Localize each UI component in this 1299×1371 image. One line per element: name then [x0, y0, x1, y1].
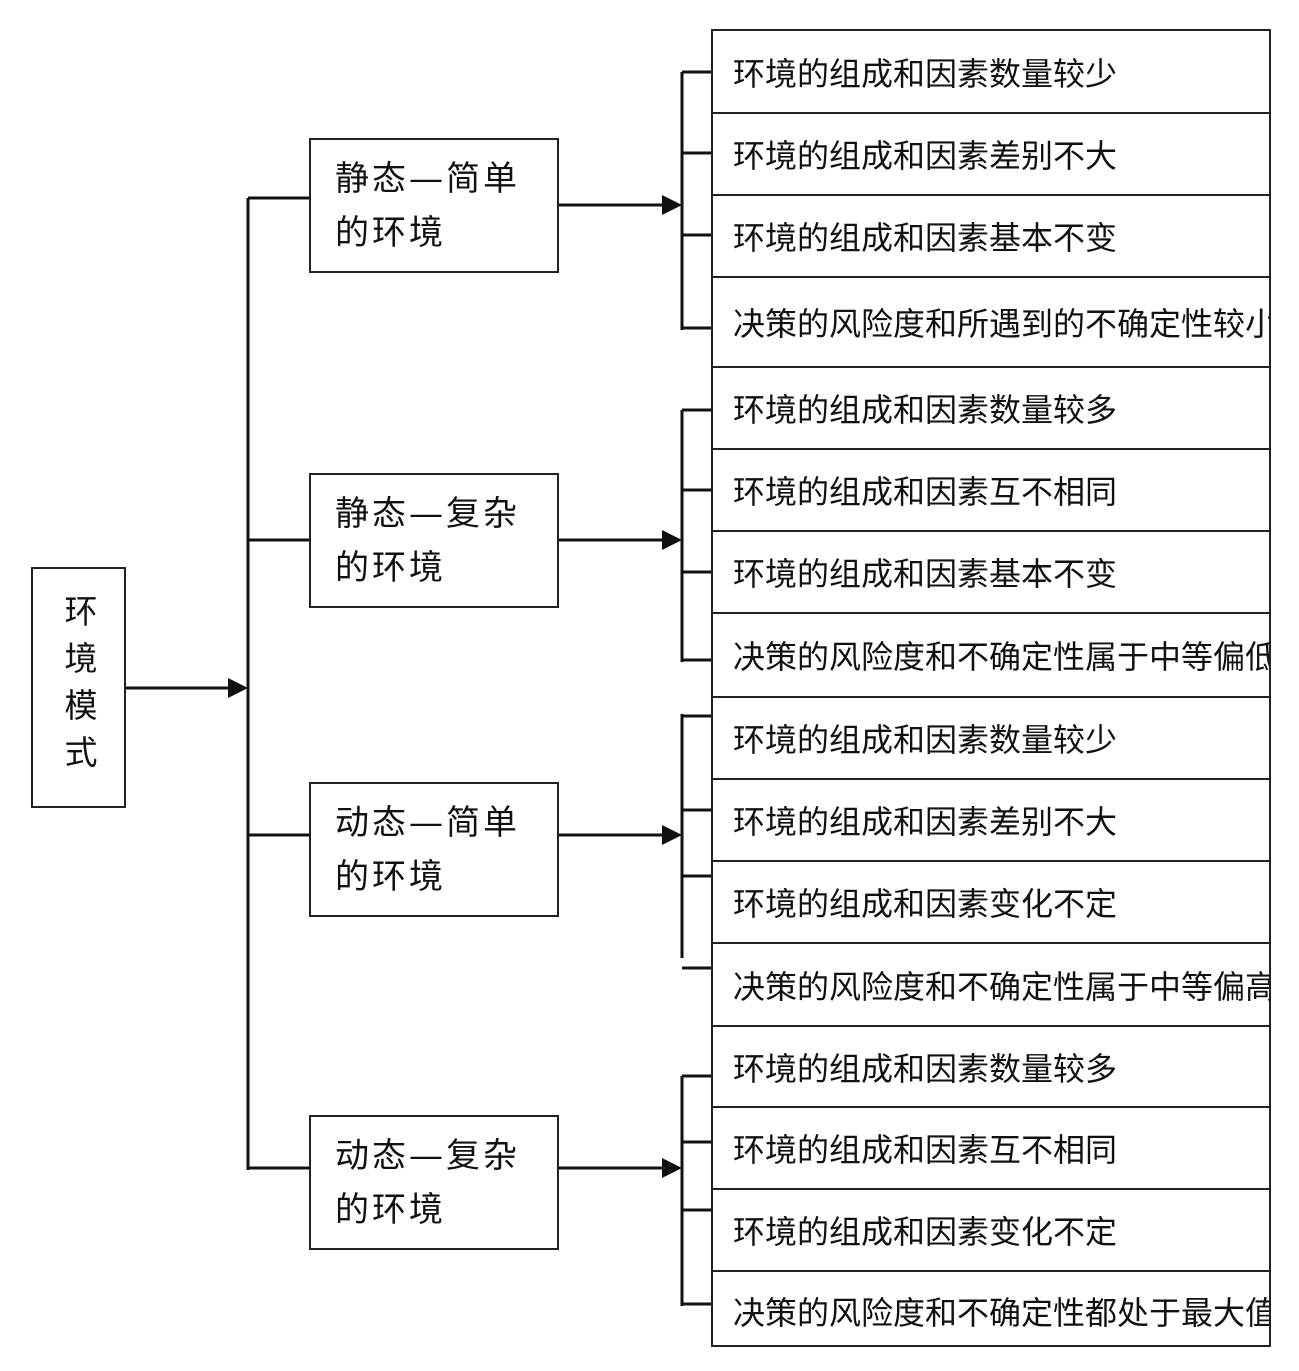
category-node-static-simple: 静态—简单 的环境 — [309, 138, 559, 273]
category-label-line1: 动态—简单 — [335, 803, 520, 843]
root-label: 环境模式 — [59, 593, 98, 782]
detail-row: 决策的风险度和不确定性属于中等偏低 — [713, 614, 1269, 698]
detail-row: 决策的风险度和不确定性都处于最大值 — [733, 1293, 1269, 1332]
detail-row: 环境的组成和因素互不相同 — [713, 450, 1269, 532]
detail-row: 环境的组成和因素基本不变 — [713, 532, 1269, 614]
root-arrowhead — [228, 678, 248, 698]
detail-row: 决策的风险度和不确定性属于中等偏高 — [713, 944, 1269, 1027]
root-node: 环境模式 — [31, 567, 126, 808]
category-label-line1: 动态—复杂 — [335, 1136, 520, 1176]
detail-column: 环境的组成和因素数量较少 环境的组成和因素差别不大 环境的组成和因素基本不变 决… — [711, 29, 1271, 1347]
detail-row: 环境的组成和因素数量较多 — [713, 368, 1269, 450]
category-label-line2: 的环境 — [335, 548, 446, 588]
detail-row: 环境的组成和因素数量较多 — [713, 1027, 1269, 1108]
category-label-line2: 的环境 — [335, 1190, 446, 1230]
detail-row: 决策的风险度和所遇到的不确定性较小 — [713, 278, 1269, 368]
detail-row: 环境的组成和因素数量较少 — [713, 698, 1269, 780]
category-label-line1: 静态—简单 — [335, 159, 520, 199]
detail-row: 环境的组成和因素基本不变 — [713, 196, 1269, 278]
detail-row: 环境的组成和因素变化不定 — [713, 1190, 1269, 1272]
detail-row: 环境的组成和因素变化不定 — [713, 862, 1269, 944]
detail-row: 环境的组成和因素互不相同 — [713, 1108, 1269, 1190]
category-label-line2: 的环境 — [335, 857, 446, 897]
detail-row: 环境的组成和因素差别不大 — [713, 114, 1269, 196]
detail-row: 环境的组成和因素差别不大 — [713, 780, 1269, 862]
category-node-static-complex: 静态—复杂 的环境 — [309, 473, 559, 608]
category-node-dynamic-simple: 动态—简单 的环境 — [309, 782, 559, 917]
category-label-line1: 静态—复杂 — [335, 494, 520, 534]
category-label-line2: 的环境 — [335, 213, 446, 253]
detail-row: 环境的组成和因素数量较少 — [713, 31, 1269, 114]
category-node-dynamic-complex: 动态—复杂 的环境 — [309, 1115, 559, 1250]
